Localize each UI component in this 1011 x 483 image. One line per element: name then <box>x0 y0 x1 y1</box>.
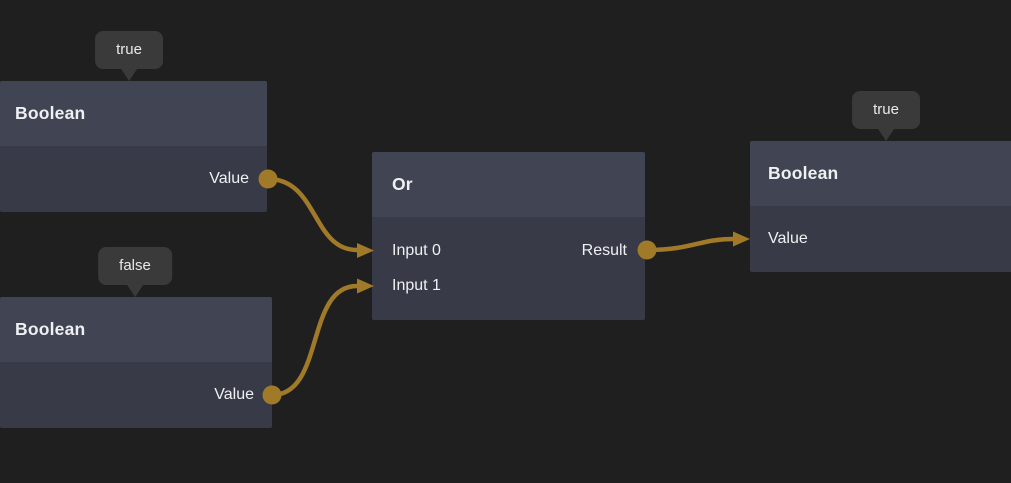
port-row: Value <box>0 146 267 212</box>
node-title-bar: Boolean <box>0 297 272 362</box>
input-port-label: Input 1 <box>392 276 441 294</box>
wire[interactable] <box>644 236 736 253</box>
port-row: Input 1 <box>372 268 582 303</box>
node-body: Value <box>0 362 272 428</box>
port-row: Result <box>582 233 645 268</box>
tooltip-text: true <box>116 41 142 58</box>
port-row: Value <box>0 362 272 428</box>
or-node[interactable]: Or Input 0 Input 1 Result <box>372 152 645 320</box>
tooltip-text: true <box>873 101 899 118</box>
node-title-bar: Or <box>372 152 645 217</box>
node-title: Or <box>392 174 413 194</box>
tooltip-text: false <box>119 257 151 274</box>
input-port-label: Input 0 <box>392 241 441 259</box>
node-body: Input 0 Input 1 Result <box>372 217 645 320</box>
wire[interactable] <box>269 283 360 398</box>
node-body: Value <box>750 206 1011 272</box>
input-port-arrow[interactable] <box>733 231 750 247</box>
node-title: Boolean <box>15 319 86 339</box>
node-body: Value <box>0 146 267 212</box>
output-port-label: Result <box>581 241 627 259</box>
boolean-node-top-left[interactable]: Boolean Value <box>0 81 267 212</box>
wire[interactable] <box>265 176 360 253</box>
node-title-bar: Boolean <box>0 81 267 146</box>
boolean-node-bottom-left[interactable]: Boolean Value <box>0 297 272 428</box>
boolean-node-right[interactable]: Boolean Value <box>750 141 1011 272</box>
node-title: Boolean <box>768 163 839 183</box>
value-tooltip: true <box>852 91 920 129</box>
value-tooltip: false <box>98 247 172 285</box>
input-port-label: Value <box>768 230 808 247</box>
output-port-label: Value <box>214 386 254 403</box>
output-port-label: Value <box>209 170 249 187</box>
port-row: Value <box>750 206 1011 272</box>
value-tooltip: true <box>95 31 163 69</box>
node-title: Boolean <box>15 103 86 123</box>
node-title-bar: Boolean <box>750 141 1011 206</box>
port-row: Input 0 <box>372 233 582 268</box>
